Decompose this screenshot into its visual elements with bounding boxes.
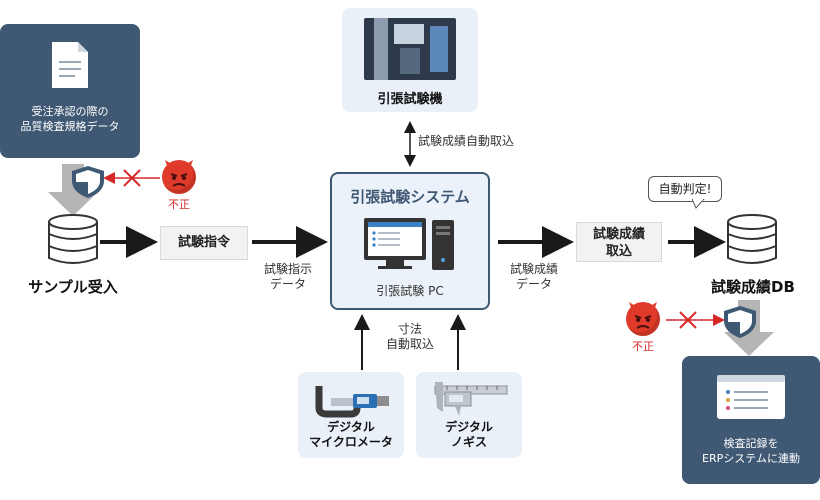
auto-judge-bubble: 自動判定! (648, 176, 722, 202)
spec-data-box: 受注承認の際の 品質検査規格データ (0, 24, 140, 158)
shield-icon-left (72, 166, 104, 198)
result-import-box: 試験成績 取込 (576, 222, 662, 262)
tensile-machine-label: 引張試験機 (377, 92, 443, 107)
pc-label: 引張試験 PC (376, 284, 444, 298)
browser-window-icon (717, 375, 785, 419)
result-data-line1: 試験成績 (509, 262, 558, 276)
result-import-line1: 試験成績 (592, 227, 645, 242)
devil-icon-left (162, 160, 196, 194)
micrometer-label: デジタル マイクロメータ (298, 420, 404, 450)
spec-data-line2: 品質検査規格データ (20, 120, 120, 133)
micrometer-line2: マイクロメータ (309, 435, 393, 449)
tensile-system-title: 引張試験システム (350, 188, 470, 206)
results-db-label: 試験成績DB (711, 278, 795, 296)
tensile-machine-photo (364, 18, 456, 80)
micrometer-icon (315, 386, 389, 418)
test-instruction-label: 試験指令 (177, 235, 230, 250)
cross-icon-right (679, 311, 697, 329)
test-instruction-box: 試験指令 (160, 226, 248, 260)
erp-link-box: 検査記録を ERPシステムに連動 (682, 356, 820, 484)
caliper-line2: ノギス (450, 435, 487, 449)
tensile-machine-box: 引張試験機 (342, 8, 478, 112)
shield-icon-right (724, 306, 756, 338)
fraud-label-left: 不正 (168, 198, 190, 211)
tensile-system-box: 引張試験システム 引張試験 PC (330, 172, 490, 310)
erp-line1: 検査記録を (723, 437, 779, 450)
micrometer-box: デジタル マイクロメータ (298, 372, 404, 458)
pc-icon (364, 218, 454, 270)
database-icon-sample (48, 214, 98, 264)
instruction-data-line1: 試験指示 (263, 262, 312, 276)
dimension-line1: 寸法 (397, 322, 422, 336)
caliper-line1: デジタル (445, 420, 493, 434)
dimension-import-label: 寸法 自動取込 (370, 322, 450, 352)
sample-receipt-label: サンプル受入 (28, 278, 118, 296)
spec-data-line1: 受注承認の際の (31, 105, 109, 118)
micrometer-line1: デジタル (327, 420, 375, 434)
bubble-tail (692, 199, 705, 209)
auto-judge-label: 自動判定! (658, 182, 712, 196)
caliper-box: デジタル ノギス (416, 372, 522, 458)
caliper-icon (434, 382, 508, 416)
result-data-line2: データ (515, 277, 552, 291)
cross-icon-left (123, 169, 141, 187)
instruction-data-line2: データ (269, 277, 306, 291)
dimension-line2: 自動取込 (385, 337, 434, 351)
erp-line2: ERPシステムに連動 (702, 452, 800, 465)
devil-icon-right (626, 302, 660, 336)
auto-import-label: 試験成績自動取込 (418, 134, 515, 148)
fraud-label-right: 不正 (632, 340, 654, 353)
instruction-data-label: 試験指示 データ (248, 262, 328, 292)
database-icon-results (727, 214, 777, 264)
caliper-label: デジタル ノギス (416, 420, 522, 450)
result-import-line2: 取込 (605, 244, 632, 259)
document-icon (52, 42, 88, 88)
result-data-label: 試験成績 データ (494, 262, 574, 292)
